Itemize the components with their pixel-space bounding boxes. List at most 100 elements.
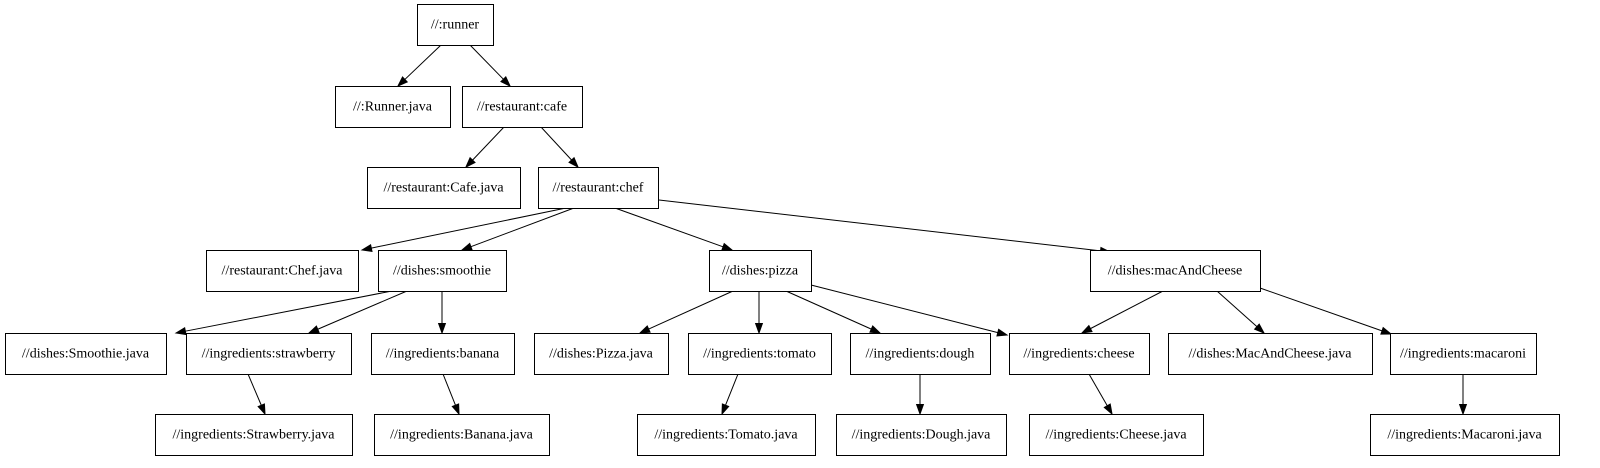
graph-node-strawberry_java[interactable]: //ingredients:Strawberry.java bbox=[155, 414, 353, 456]
edge-line bbox=[185, 290, 393, 332]
node-box[interactable] bbox=[1090, 250, 1261, 292]
edge-line bbox=[472, 126, 505, 161]
node-label: //ingredients:tomato bbox=[703, 347, 816, 362]
graph-node-tomato[interactable]: //ingredients:tomato bbox=[688, 333, 832, 375]
graph-node-macaroni[interactable]: //ingredients:macaroni bbox=[1390, 333, 1537, 375]
node-box[interactable] bbox=[378, 250, 507, 292]
node-box[interactable] bbox=[367, 167, 521, 209]
node-box[interactable] bbox=[1168, 333, 1373, 375]
graph-node-pizza_java[interactable]: //dishes:Pizza.java bbox=[534, 333, 669, 375]
graph-edge bbox=[442, 373, 460, 416]
node-box[interactable] bbox=[335, 86, 451, 128]
node-box[interactable] bbox=[637, 414, 816, 456]
node-box[interactable] bbox=[371, 333, 515, 375]
graph-edge bbox=[721, 373, 739, 416]
graph-edge bbox=[1088, 373, 1113, 416]
node-box[interactable] bbox=[850, 333, 991, 375]
graph-node-dough[interactable]: //ingredients:dough bbox=[850, 333, 991, 375]
graph-node-cafe[interactable]: //restaurant:cafe bbox=[462, 86, 583, 128]
node-box[interactable] bbox=[417, 4, 494, 46]
node-box[interactable] bbox=[1390, 333, 1537, 375]
edge-line bbox=[614, 207, 724, 248]
graph-edge bbox=[915, 374, 925, 416]
graph-node-smoothie_java[interactable]: //dishes:Smoothie.java bbox=[5, 333, 167, 375]
graph-node-runner[interactable]: //:runner bbox=[417, 4, 494, 46]
graph-node-banana[interactable]: //ingredients:banana bbox=[371, 333, 515, 375]
graph-edge bbox=[1259, 287, 1393, 335]
graph-edge bbox=[1216, 290, 1266, 334]
node-box[interactable] bbox=[538, 167, 659, 209]
edge-line bbox=[371, 207, 567, 249]
edge-arrowhead bbox=[1380, 326, 1393, 335]
edge-line bbox=[648, 290, 734, 330]
nodes-layer: //:runner //:Runner.java //restaurant:cafe… bbox=[5, 4, 1560, 456]
graph-node-smoothie[interactable]: //dishes:smoothie bbox=[378, 250, 507, 292]
node-label: //dishes:Pizza.java bbox=[549, 347, 654, 362]
node-box[interactable] bbox=[1029, 414, 1204, 456]
node-box[interactable] bbox=[462, 86, 583, 128]
edge-line bbox=[404, 44, 442, 80]
node-label: //restaurant:Chef.java bbox=[222, 264, 344, 279]
node-box[interactable] bbox=[374, 414, 550, 456]
graph-node-dough_java[interactable]: //ingredients:Dough.java bbox=[836, 414, 1007, 456]
graph-node-tomato_java[interactable]: //ingredients:Tomato.java bbox=[637, 414, 816, 456]
graph-node-chef[interactable]: //restaurant:chef bbox=[538, 167, 659, 209]
node-label: //ingredients:macaroni bbox=[1400, 347, 1526, 362]
edge-line bbox=[810, 284, 998, 334]
graph-edge bbox=[464, 126, 505, 169]
graph-node-macandcheese[interactable]: //dishes:macAndCheese bbox=[1090, 250, 1261, 292]
graph-edge bbox=[460, 207, 575, 251]
edge-arrowhead bbox=[1253, 323, 1266, 334]
node-box[interactable] bbox=[534, 333, 669, 375]
node-label: //ingredients:Banana.java bbox=[390, 428, 533, 443]
edge-line bbox=[1090, 290, 1164, 330]
edge-arrowhead bbox=[396, 76, 409, 88]
graph-edge bbox=[810, 284, 1009, 337]
node-box[interactable] bbox=[1009, 333, 1150, 375]
node-label: //dishes:macAndCheese bbox=[1108, 264, 1243, 279]
edge-line bbox=[1088, 373, 1108, 407]
graph-edge bbox=[307, 290, 408, 334]
node-label: //ingredients:cheese bbox=[1023, 347, 1134, 362]
graph-node-macandcheese_java[interactable]: //dishes:MacAndCheese.java bbox=[1168, 333, 1373, 375]
edge-line bbox=[785, 290, 872, 330]
graph-edge bbox=[437, 291, 447, 335]
node-box[interactable] bbox=[688, 333, 832, 375]
node-label: //dishes:pizza bbox=[722, 264, 799, 279]
node-label: //ingredients:Cheese.java bbox=[1045, 428, 1187, 443]
graph-node-cheese[interactable]: //ingredients:cheese bbox=[1009, 333, 1150, 375]
graph-node-strawberry[interactable]: //ingredients:strawberry bbox=[186, 333, 352, 375]
graph-node-cafe_java[interactable]: //restaurant:Cafe.java bbox=[367, 167, 521, 209]
graph-edge bbox=[540, 126, 580, 169]
node-box[interactable] bbox=[1370, 414, 1560, 456]
graph-edge bbox=[174, 290, 393, 336]
node-box[interactable] bbox=[836, 414, 1007, 456]
node-label: //dishes:Smoothie.java bbox=[22, 347, 150, 362]
edge-arrowhead bbox=[568, 156, 580, 169]
node-box[interactable] bbox=[186, 333, 352, 375]
node-label: //dishes:MacAndCheese.java bbox=[1189, 347, 1353, 362]
node-box[interactable] bbox=[155, 414, 353, 456]
edge-arrowhead bbox=[754, 323, 764, 335]
node-box[interactable] bbox=[5, 333, 167, 375]
edge-line bbox=[247, 373, 262, 406]
edge-arrowhead bbox=[437, 323, 447, 335]
edge-arrowhead bbox=[1458, 404, 1468, 416]
node-label: //:Runner.java bbox=[353, 100, 433, 115]
graph-node-pizza[interactable]: //dishes:pizza bbox=[709, 250, 812, 292]
edge-line bbox=[469, 44, 504, 80]
node-box[interactable] bbox=[206, 250, 359, 292]
graph-node-cheese_java[interactable]: //ingredients:Cheese.java bbox=[1029, 414, 1204, 456]
edge-line bbox=[470, 207, 575, 248]
graph-node-banana_java[interactable]: //ingredients:Banana.java bbox=[374, 414, 550, 456]
graph-node-chef_java[interactable]: //restaurant:Chef.java bbox=[206, 250, 359, 292]
graph-edge bbox=[247, 373, 266, 416]
node-label: //ingredients:banana bbox=[386, 347, 500, 362]
node-box[interactable] bbox=[709, 250, 812, 292]
node-label: //ingredients:Strawberry.java bbox=[173, 428, 336, 443]
graph-node-macaroni_java[interactable]: //ingredients:Macaroni.java bbox=[1370, 414, 1560, 456]
graph-node-runner_java[interactable]: //:Runner.java bbox=[335, 86, 451, 128]
edge-line bbox=[658, 199, 1101, 252]
